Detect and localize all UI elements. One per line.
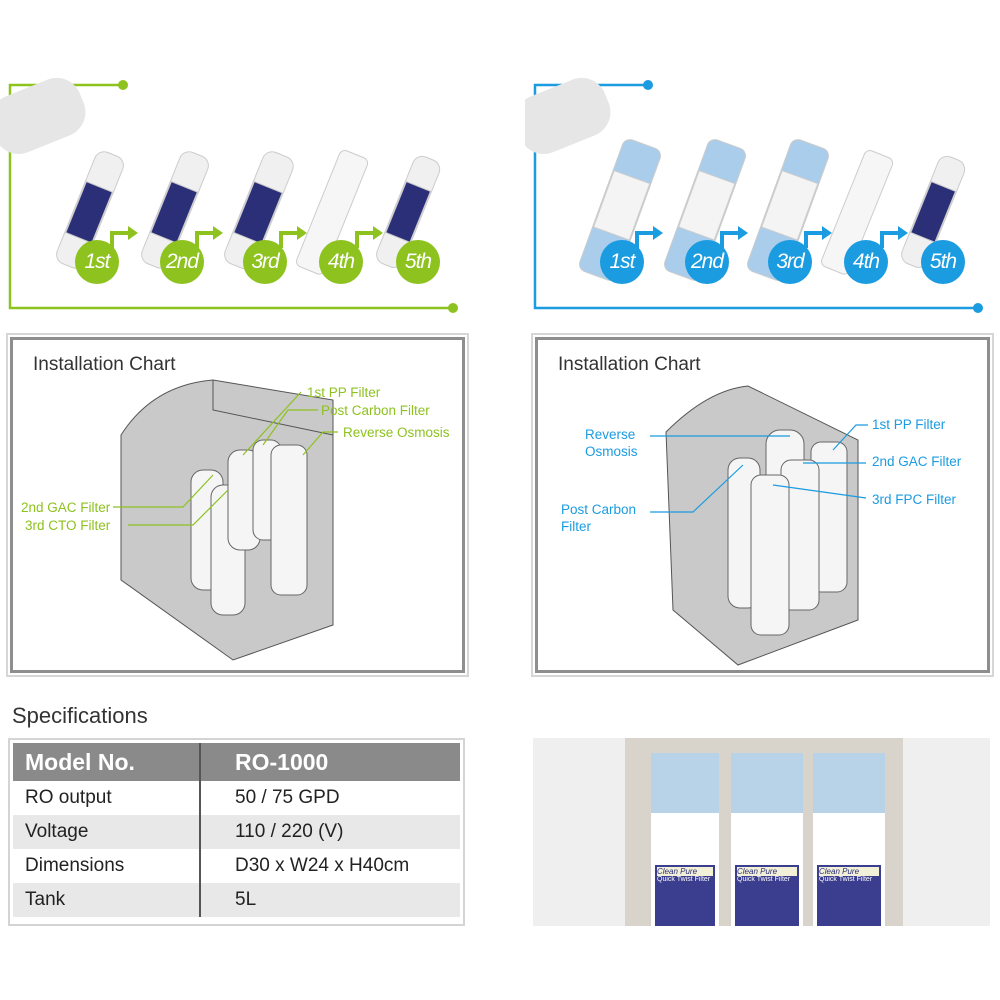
unit-diagram [113, 379, 338, 661]
product-photo: Clean Pure Quick Twist Filter Clean Pure… [533, 738, 990, 926]
label-1st-pp-filter: 1st PP Filter [307, 385, 381, 400]
housing-image [0, 77, 86, 155]
green-frame [0, 77, 458, 313]
label-1st-pp-filter: 1st PP Filter [872, 417, 946, 432]
stage-badge-2: 2nd [160, 240, 204, 284]
header-cell: Model No. [13, 743, 201, 781]
label-3rd-fpc-filter: 3rd FPC Filter [872, 492, 957, 507]
spec-value: 50 / 75 GPD [235, 787, 340, 808]
spec-label: Voltage [13, 815, 201, 849]
stage-badge-4: 4th [319, 240, 363, 284]
brand-label: Clean Pure [657, 867, 713, 876]
filter-cartridge: Clean Pure Quick Twist Filter [813, 753, 885, 926]
label-line: Post Carbon [561, 502, 637, 517]
chart-title: Installation Chart [33, 354, 176, 375]
label-line: Osmosis [585, 444, 638, 459]
spec-value: D30 x W24 x H40cm [235, 855, 410, 876]
blue-frame [525, 77, 983, 313]
label-post-carbon-filter: Post Carbon Filter [321, 403, 430, 418]
filter-cartridge: Clean Pure Quick Twist Filter [651, 753, 719, 926]
label-2nd-gac-filter: 2nd GAC Filter [872, 454, 962, 469]
specifications-heading: Specifications [12, 703, 148, 728]
chart-title: Installation Chart [558, 354, 701, 375]
green-filter-stages-panel: 1st 2nd 3rd 4th 5th [0, 0, 500, 330]
product-label: Quick Twist Filter [819, 876, 873, 883]
filter-cartridges [56, 150, 441, 275]
label-reverse-osmosis: Reverse Osmosis [343, 425, 450, 440]
product-label: Quick Twist Filter [737, 876, 791, 883]
stage-badge-3: 3rd [768, 240, 812, 284]
stage-badge-1: 1st [75, 240, 119, 284]
label-line: Reverse [585, 427, 636, 442]
unit-diagram [650, 385, 868, 666]
brand-label: Clean Pure [737, 867, 797, 876]
table-header-row: Model No. RO-1000 [13, 743, 460, 781]
spec-value: 110 / 220 (V) [200, 815, 460, 849]
stage-badge-4: 4th [844, 240, 888, 284]
flow-arrows [110, 231, 375, 248]
stage-badge-5: 5th [396, 240, 440, 284]
spec-label: Dimensions [13, 849, 201, 883]
table-row: RO output 50 / 75 GPD [13, 781, 460, 815]
label-line: Filter [561, 519, 591, 534]
product-label: Quick Twist Filter [657, 876, 711, 883]
table-row: Dimensions D30 x W24 x H40cm [13, 849, 460, 883]
spec-label: Tank [13, 883, 201, 917]
blue-filter-stages-panel: 1st 2nd 3rd 4th 5th [525, 0, 1000, 330]
installation-chart-left: Installation Chart 1st PP Filter Post Ca… [6, 333, 469, 677]
brand-label: Clean Pure [819, 867, 879, 876]
spec-label: RO output [13, 781, 201, 815]
stage-badge-1: 1st [600, 240, 644, 284]
filter-cartridge: Clean Pure Quick Twist Filter [731, 753, 803, 926]
label-2nd-gac-filter: 2nd GAC Filter [21, 500, 111, 515]
header-cell: RO-1000 [200, 743, 460, 781]
stage-badge-2: 2nd [685, 240, 729, 284]
label-3rd-cto-filter: 3rd CTO Filter [25, 518, 111, 533]
stage-badge-3: 3rd [243, 240, 287, 284]
stage-badge-5: 5th [921, 240, 965, 284]
filter-cartridges [579, 139, 966, 281]
specifications-table: Model No. RO-1000 RO output 50 / 75 GPD V… [8, 738, 465, 926]
spec-value: 5L [200, 883, 460, 917]
